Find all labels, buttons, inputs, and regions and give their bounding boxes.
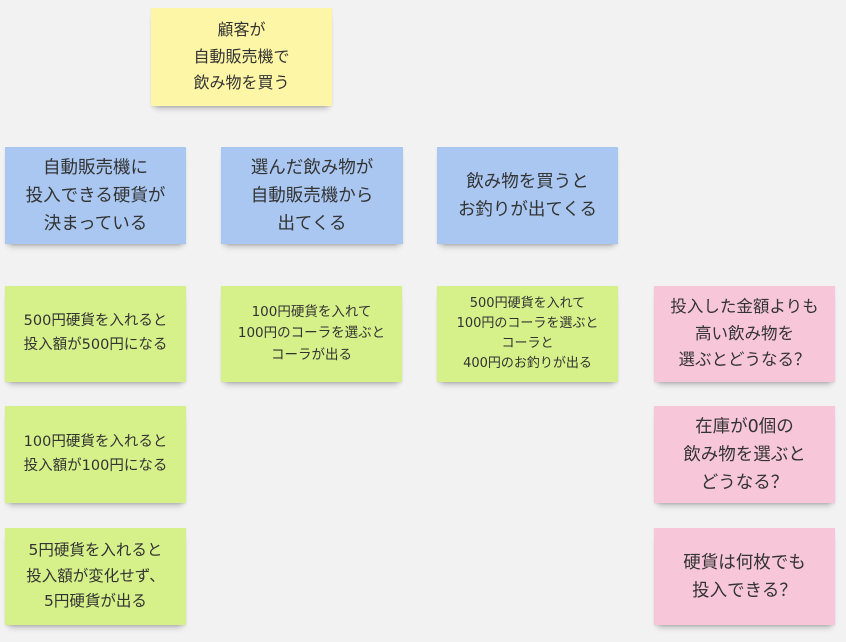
goal-sticky-note[interactable]: 顧客が 自動販売機で 飲み物を買う — [151, 8, 332, 106]
example-sticky-100-yen[interactable]: 100円硬貨を入れると 投入額が100円になる — [5, 406, 186, 503]
story-sticky-drink-comes-out[interactable]: 選んだ飲み物が 自動販売機から 出てくる — [221, 147, 403, 244]
story-sticky-change-comes-out[interactable]: 飲み物を買うと お釣りが出てくる — [437, 147, 618, 244]
story-text: 飲み物を買うと お釣りが出てくる — [457, 171, 598, 220]
example-sticky-5-yen[interactable]: 5円硬貨を入れると 投入額が変化せず、 5円硬貨が出る — [5, 528, 186, 625]
question-text: 投入した金額よりも 高い飲み物を 選ぶとどうなる？ — [670, 297, 819, 370]
story-sticky-coins-allowed[interactable]: 自動販売機に 投入できる硬貨が 決まっている — [5, 147, 186, 244]
question-sticky-coin-count[interactable]: 硬貨は何枚でも 投入できる？ — [654, 528, 835, 625]
goal-text: 顧客が 自動販売機で 飲み物を買う — [193, 20, 290, 93]
question-text: 在庫が0個の 飲み物を選ぶと どうなる？ — [683, 416, 806, 493]
question-sticky-insufficient-amount[interactable]: 投入した金額よりも 高い飲み物を 選ぶとどうなる？ — [654, 286, 835, 382]
example-sticky-cola-500-change[interactable]: 500円硬貨を入れて 100円のコーラを選ぶと コーラと 400円のお釣りが出る — [437, 286, 618, 382]
example-text: 500円硬貨を入れて 100円のコーラを選ぶと コーラと 400円のお釣りが出る — [456, 295, 599, 372]
story-text: 自動販売機に 投入できる硬貨が 決まっている — [25, 157, 166, 234]
example-text: 100円硬貨を入れると 投入額が100円になる — [23, 433, 168, 474]
question-sticky-out-of-stock[interactable]: 在庫が0個の 飲み物を選ぶと どうなる？ — [654, 406, 835, 503]
story-text: 選んだ飲み物が 自動販売機から 出てくる — [250, 157, 374, 234]
example-text: 100円硬貨を入れて 100円のコーラを選ぶと コーラが出る — [237, 303, 386, 363]
question-text: 硬貨は何枚でも 投入できる？ — [683, 552, 806, 601]
example-sticky-cola-100[interactable]: 100円硬貨を入れて 100円のコーラを選ぶと コーラが出る — [221, 286, 402, 382]
example-text: 500円硬貨を入れると 投入額が500円になる — [23, 313, 168, 353]
example-sticky-500-yen[interactable]: 500円硬貨を入れると 投入額が500円になる — [5, 286, 186, 382]
example-text: 5円硬貨を入れると 投入額が変化せず、 5円硬貨が出る — [26, 541, 165, 611]
